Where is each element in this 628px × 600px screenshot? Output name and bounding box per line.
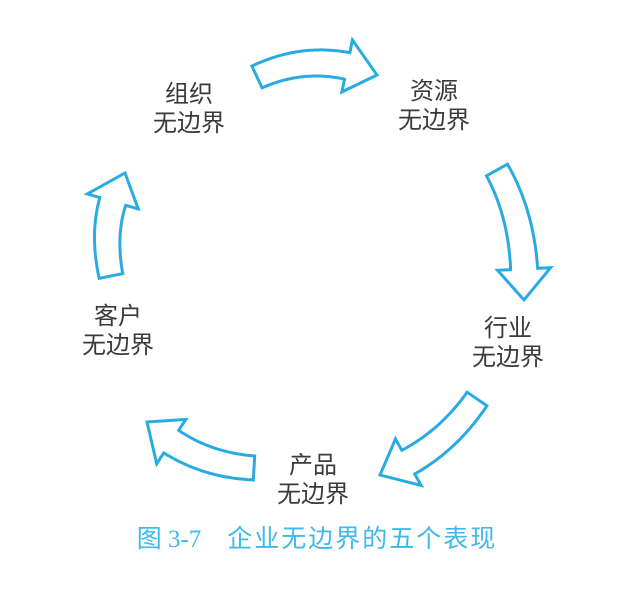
- arrow-organization-to-resources: [249, 36, 380, 95]
- arrow-industry-to-product: [377, 390, 489, 488]
- figure-caption: 图 3-7 企业无边界的五个表现: [0, 525, 628, 555]
- node-industry-line1: 行业: [484, 316, 532, 342]
- node-industry: 行业 无边界: [438, 315, 578, 373]
- node-resources-line2: 无边界: [398, 108, 470, 134]
- node-customer-line2: 无边界: [82, 333, 154, 359]
- arrow-resources-to-industry: [484, 162, 554, 303]
- arrow-product-to-customer: [145, 417, 257, 482]
- figure-title: 企业无边界的五个表现: [227, 526, 498, 553]
- figure-number: 图 3-7: [136, 526, 202, 553]
- node-organization: 组织 无边界: [119, 81, 259, 139]
- node-customer-line1: 客户: [94, 304, 142, 330]
- arrow-customer-to-organization: [83, 170, 141, 281]
- node-product-line2: 无边界: [277, 482, 349, 508]
- node-product: 产品 无边界: [243, 452, 383, 510]
- node-organization-line2: 无边界: [153, 111, 225, 137]
- node-resources-line1: 资源: [410, 79, 458, 105]
- node-industry-line2: 无边界: [472, 345, 544, 371]
- node-organization-line1: 组织: [165, 82, 213, 108]
- node-resources: 资源 无边界: [364, 78, 504, 136]
- node-product-line1: 产品: [289, 453, 337, 479]
- node-customer: 客户 无边界: [48, 303, 188, 361]
